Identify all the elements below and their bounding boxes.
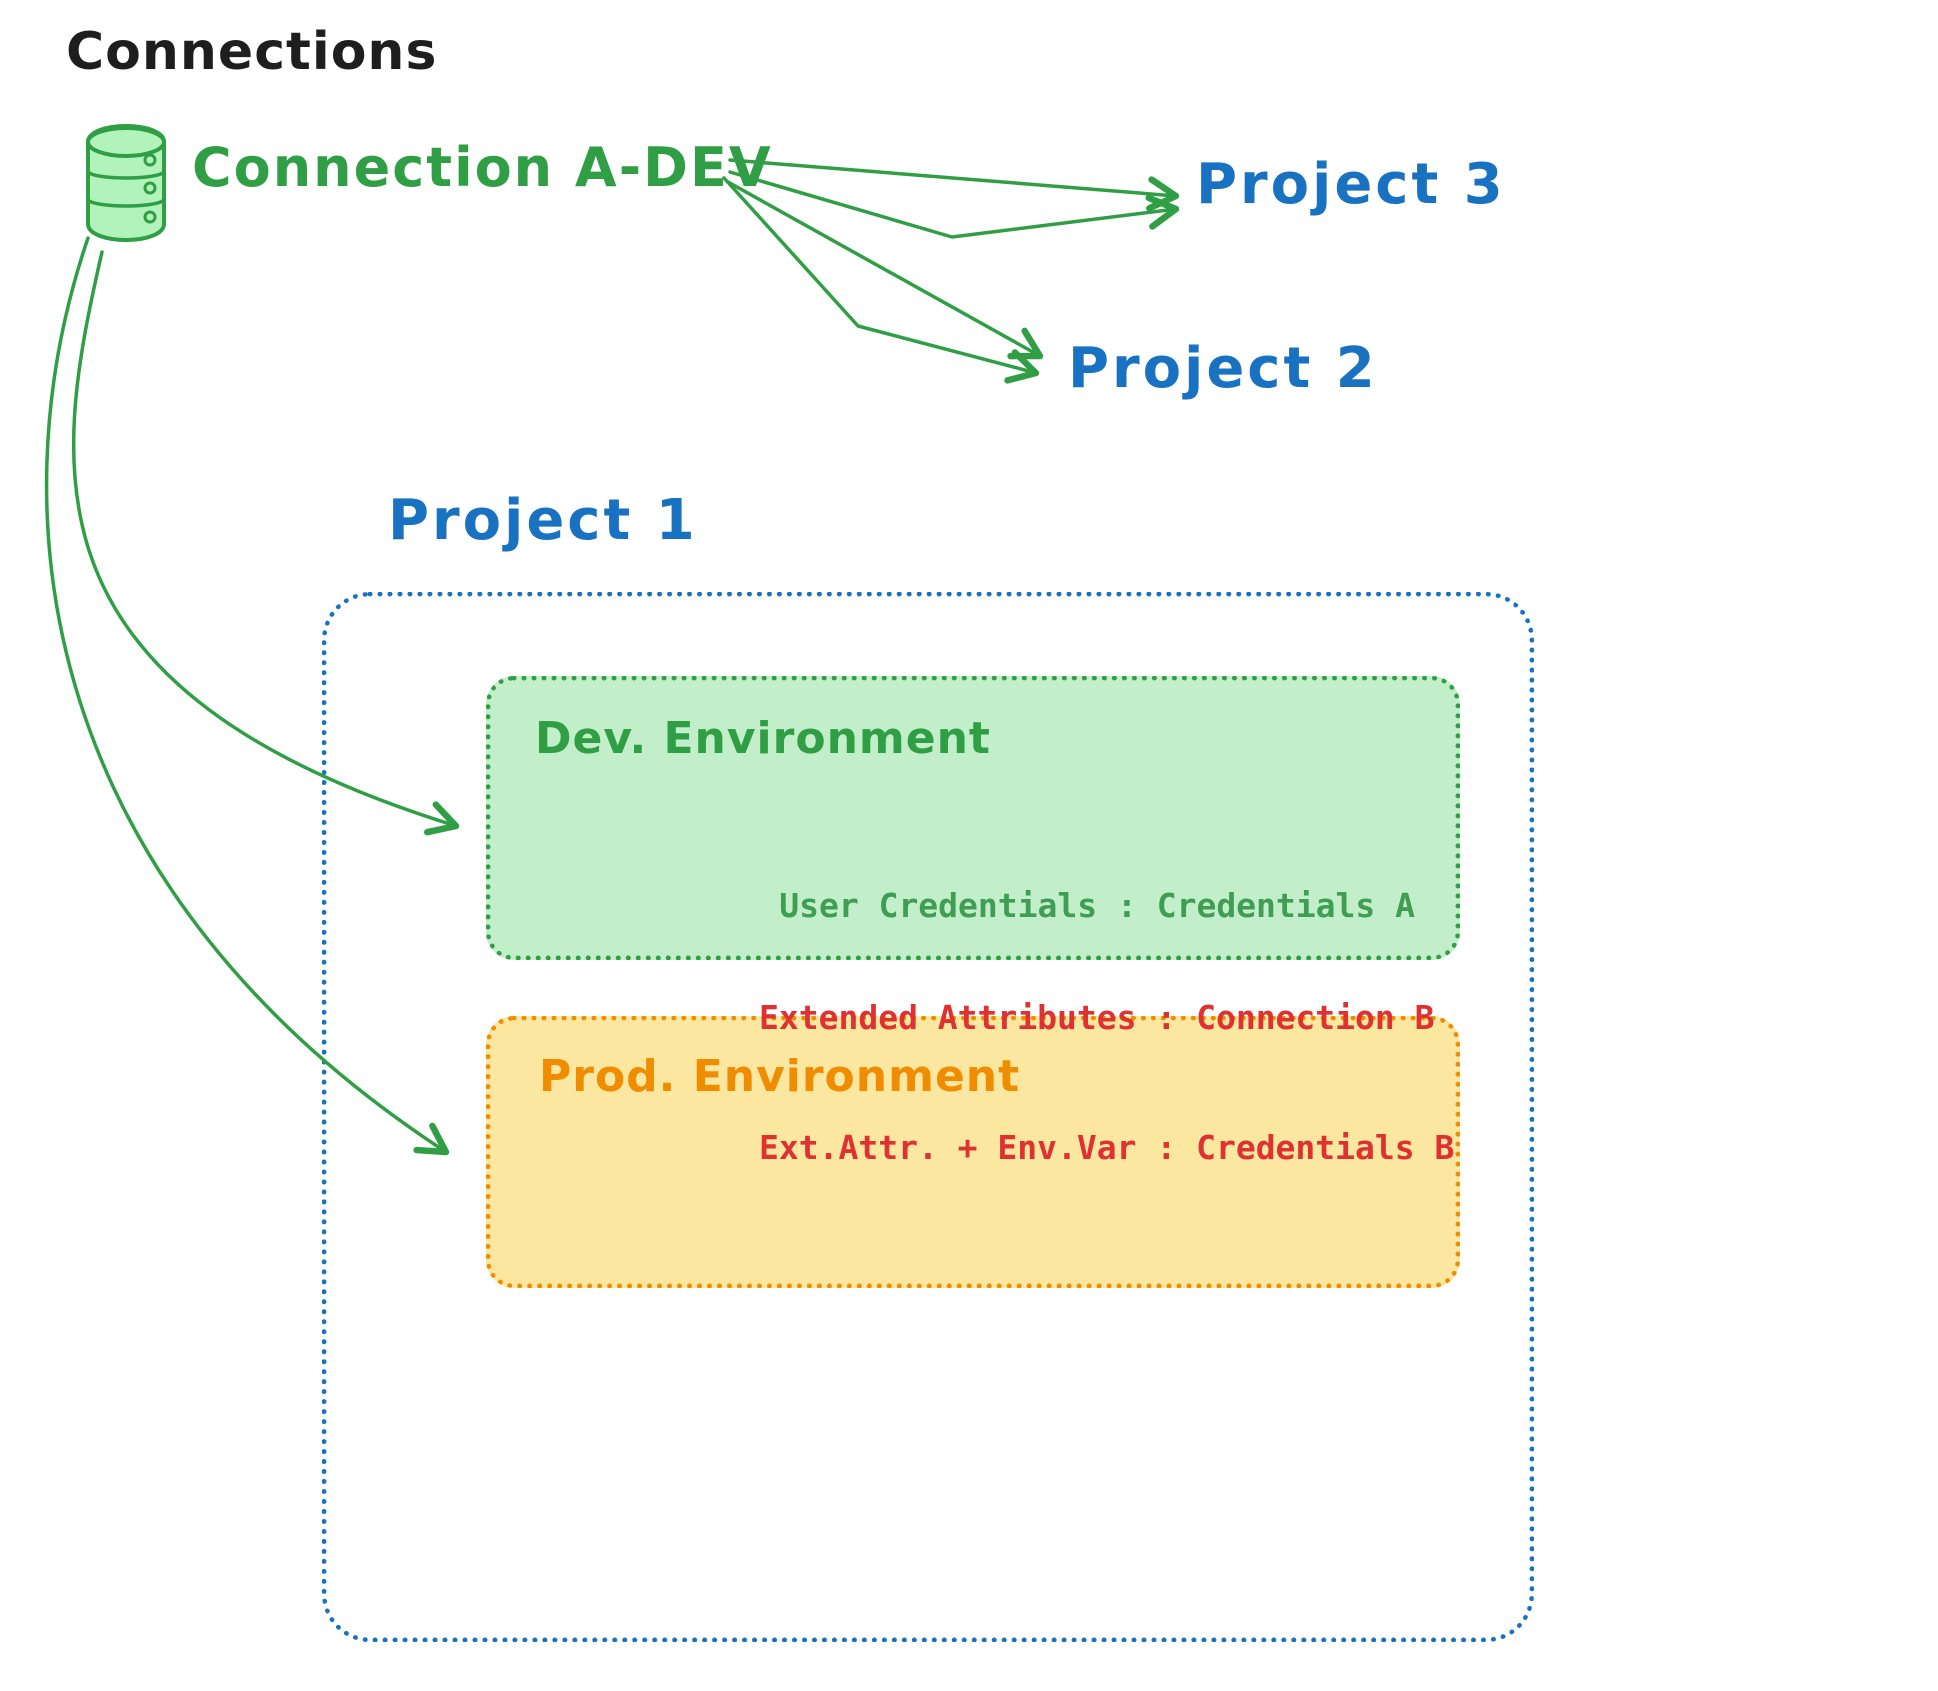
project-1-label: Project 1 [388,488,698,553]
arrow-connection-to-project2-alt [722,176,1040,384]
arrow-connection-to-project3-alt [728,170,1180,239]
prod-environment-box: Prod. Environment Extended Attributes : … [486,998,1460,1288]
project-2-label: Project 2 [1068,336,1378,401]
dev-environment-box: Dev. Environment User Credentials : Cred… [486,676,1460,960]
prod-environment-title: Prod. Environment [539,1051,1021,1102]
arrow-connection-to-project3 [728,158,1180,212]
dev-environment-title: Dev. Environment [535,713,991,764]
page-title: Connections [66,22,438,82]
database-icon [86,124,166,242]
connection-a-dev-label: Connection A-DEV [192,136,773,199]
project-3-label: Project 3 [1196,152,1506,217]
prod-credentials-line2: Ext.Attr. + Env.Var : Credentials B [759,1128,1455,1168]
dev-environment-credentials: User Credentials : Credentials A [779,886,1415,925]
prod-credentials-line1: Extended Attributes : Connection B [759,997,1435,1037]
prod-environment-credentials: Extended Attributes : Connection B Ext.A… [759,909,1454,1257]
arrow-connection-to-project2 [726,180,1044,360]
